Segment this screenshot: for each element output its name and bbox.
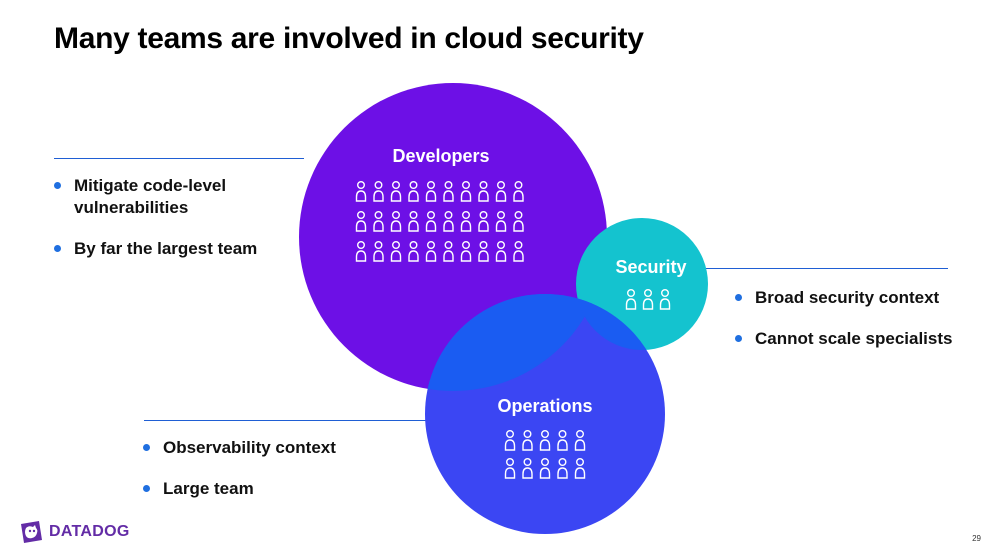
security-people-grid — [625, 289, 671, 310]
operations-label: Operations — [497, 396, 593, 416]
operations-bullets: Observability context Large team — [143, 437, 403, 519]
datadog-logo: DATADOG — [18, 519, 130, 545]
person-outline-icon — [513, 211, 524, 232]
person-outline-icon — [390, 181, 402, 202]
developers-connector-line — [54, 158, 304, 159]
page-number: 29 — [972, 534, 981, 543]
person-outline-icon — [478, 211, 489, 232]
person-outline-icon — [557, 458, 568, 479]
person-outline-icon — [495, 211, 507, 232]
person-outline-icon — [408, 211, 419, 232]
person-outline-icon — [460, 211, 472, 232]
person-outline-icon — [478, 241, 489, 262]
person-outline-icon — [504, 430, 516, 451]
person-outline-icon — [443, 241, 454, 262]
person-outline-icon — [557, 430, 568, 451]
slide-title: Many teams are involved in cloud securit… — [54, 22, 644, 55]
person-outline-icon — [355, 211, 367, 232]
person-outline-icon — [574, 458, 586, 479]
person-outline-icon — [355, 181, 367, 202]
person-outline-icon — [495, 241, 507, 262]
person-outline-icon — [425, 211, 437, 232]
person-outline-icon — [373, 241, 384, 262]
person-outline-icon — [443, 211, 454, 232]
person-outline-icon — [659, 289, 671, 310]
person-outline-icon — [425, 181, 437, 202]
person-outline-icon — [408, 181, 419, 202]
developers-label: Developers — [392, 146, 490, 166]
security-label: Security — [615, 257, 687, 277]
person-outline-icon — [513, 241, 524, 262]
security-connector-line — [700, 268, 948, 269]
security-bullets: Broad security context Cannot scale spec… — [735, 287, 985, 369]
security-bullet-2: Cannot scale specialists — [735, 328, 985, 350]
person-outline-icon — [574, 430, 586, 451]
person-outline-icon — [355, 241, 367, 262]
person-outline-icon — [390, 241, 402, 262]
security-bullet-1: Broad security context — [735, 287, 985, 309]
person-outline-icon — [495, 181, 507, 202]
person-outline-icon — [522, 430, 533, 451]
person-outline-icon — [373, 211, 384, 232]
person-outline-icon — [408, 241, 419, 262]
developers-bullet-1: Mitigate code-level vulnerabilities — [54, 175, 294, 219]
operations-bullet-1: Observability context — [143, 437, 403, 459]
person-outline-icon — [460, 181, 472, 202]
person-outline-icon — [642, 289, 654, 310]
person-outline-icon — [513, 181, 524, 202]
person-outline-icon — [425, 241, 437, 262]
person-outline-icon — [373, 181, 384, 202]
person-outline-icon — [625, 289, 637, 310]
developers-people-grid — [355, 181, 524, 262]
developers-bullets: Mitigate code-level vulnerabilities By f… — [54, 175, 294, 279]
person-outline-icon — [443, 181, 454, 202]
person-outline-icon — [539, 430, 551, 451]
person-outline-icon — [539, 458, 551, 479]
person-outline-icon — [522, 458, 533, 479]
operations-bullet-2: Large team — [143, 478, 403, 500]
operations-people-grid — [504, 430, 586, 479]
person-outline-icon — [460, 241, 472, 262]
datadog-dog-icon — [21, 521, 42, 543]
person-outline-icon — [504, 458, 516, 479]
operations-connector-line — [144, 420, 434, 421]
person-outline-icon — [478, 181, 489, 202]
person-outline-icon — [390, 211, 402, 232]
brand-name: DATADOG — [49, 523, 130, 540]
developers-bullet-2: By far the largest team — [54, 238, 294, 260]
